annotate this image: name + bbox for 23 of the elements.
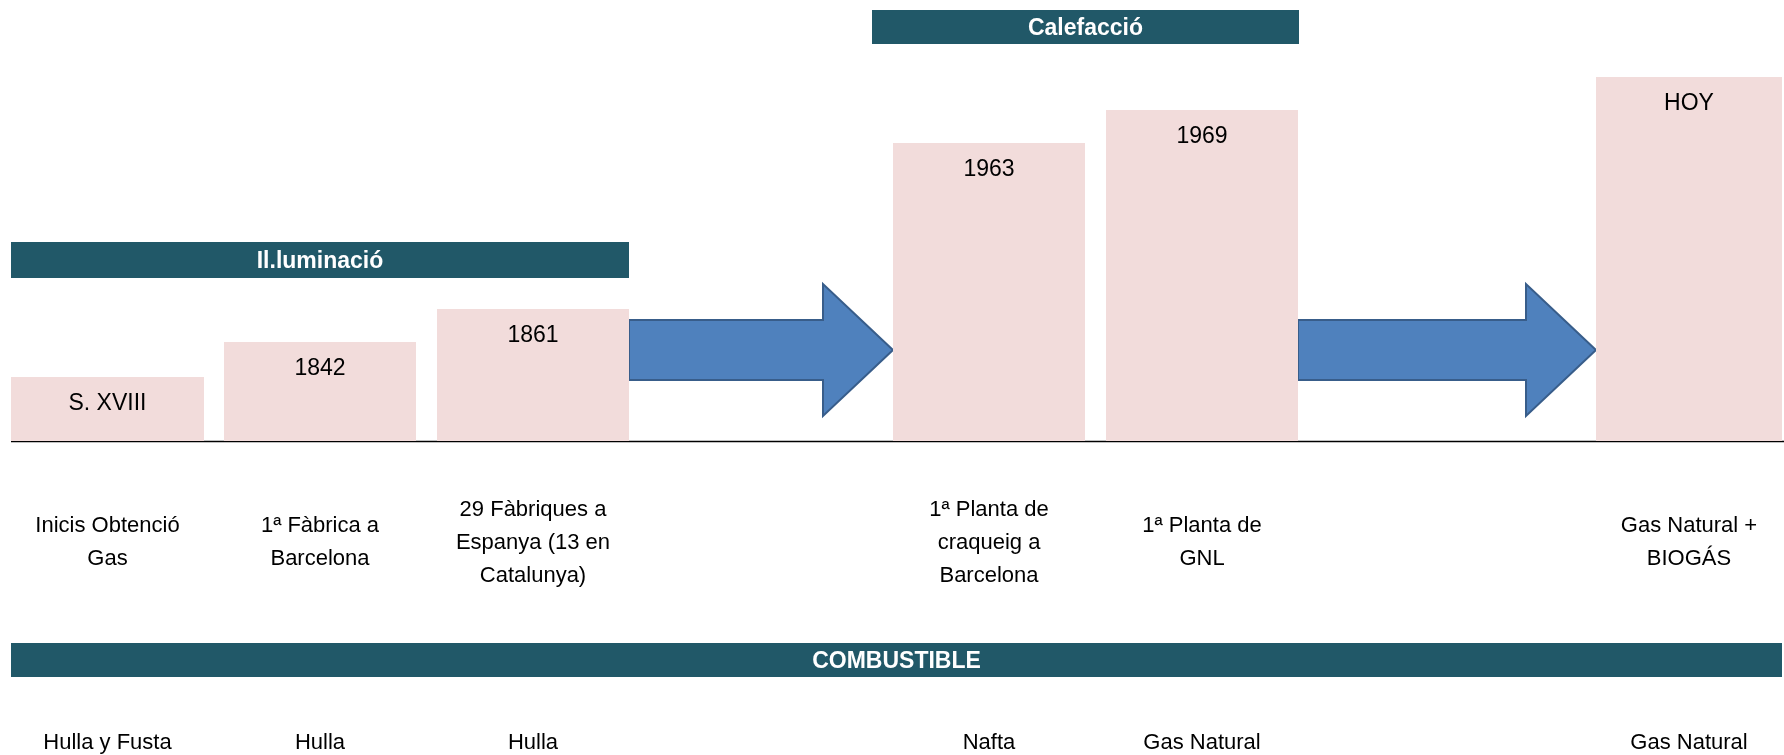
timeline-bar: 1842 [224,342,416,441]
section-header-band: COMBUSTIBLE [11,643,1782,677]
fuel-label: Gas Natural [1630,729,1748,754]
event-caption: 1ª Fàbrica a Barcelona [259,511,381,572]
block-arrow [628,281,895,419]
fuel-label: Hulla y Fusta [43,729,172,754]
fuel-label: Gas Natural [1143,729,1261,754]
timeline-bar: 1963 [893,143,1085,441]
section-header-band: Il.luminació [11,242,629,278]
event-caption: Inicis Obtenció Gas [34,511,181,572]
fuel-label: Hulla [294,729,346,754]
event-caption: 1ª Planta de GNL [1141,511,1263,572]
event-caption: Gas Natural + BIOGÁS [1619,511,1759,572]
block-arrow [1297,281,1598,419]
fuel-label: Nafta [962,729,1016,754]
fuel-label: Hulla [507,729,559,754]
timeline-bar: S. XVIII [11,377,204,441]
timeline-bar: HOY [1596,77,1782,441]
event-caption: 29 Fàbriques a Espanya (13 en Catalunya) [454,494,612,589]
event-caption: 1ª Planta de craqueig a Barcelona [928,494,1050,589]
section-header-band: Calefacció [872,10,1299,44]
timeline-bar: 1861 [437,309,629,441]
timeline-bar: 1969 [1106,110,1298,441]
